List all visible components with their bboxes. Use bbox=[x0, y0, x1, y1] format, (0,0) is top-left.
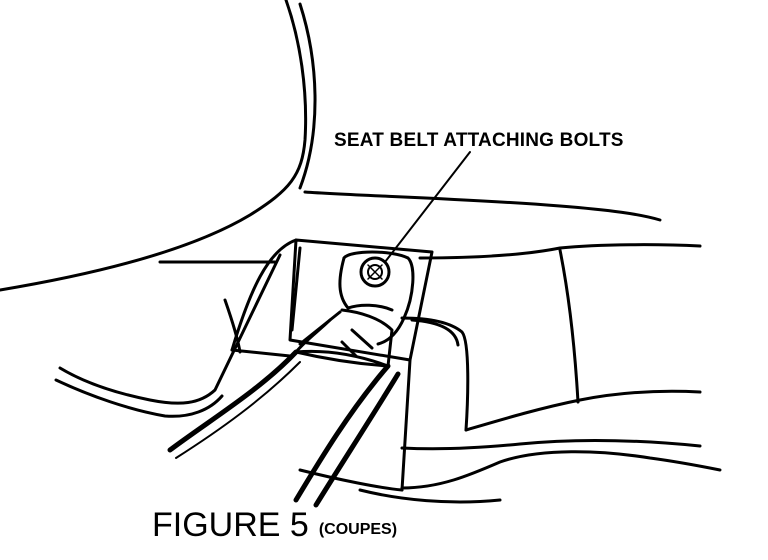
seat-cushion bbox=[54, 190, 662, 418]
callout-seat-belt-bolts: SEAT BELT ATTACHING BOLTS bbox=[334, 130, 624, 151]
figure-caption: FIGURE 5 (COUPES) bbox=[152, 506, 397, 545]
center-console bbox=[298, 243, 722, 504]
figure-subtitle: (COUPES) bbox=[318, 521, 398, 538]
belt-anchor-recess bbox=[230, 238, 434, 492]
figure-title: FIGURE 5 bbox=[152, 506, 309, 544]
attaching-bolt bbox=[359, 256, 391, 288]
seat-belt-webbing bbox=[294, 308, 394, 368]
belt-strap bbox=[167, 349, 401, 508]
seat-back bbox=[0, 0, 317, 292]
callout-leader-line bbox=[384, 151, 471, 263]
